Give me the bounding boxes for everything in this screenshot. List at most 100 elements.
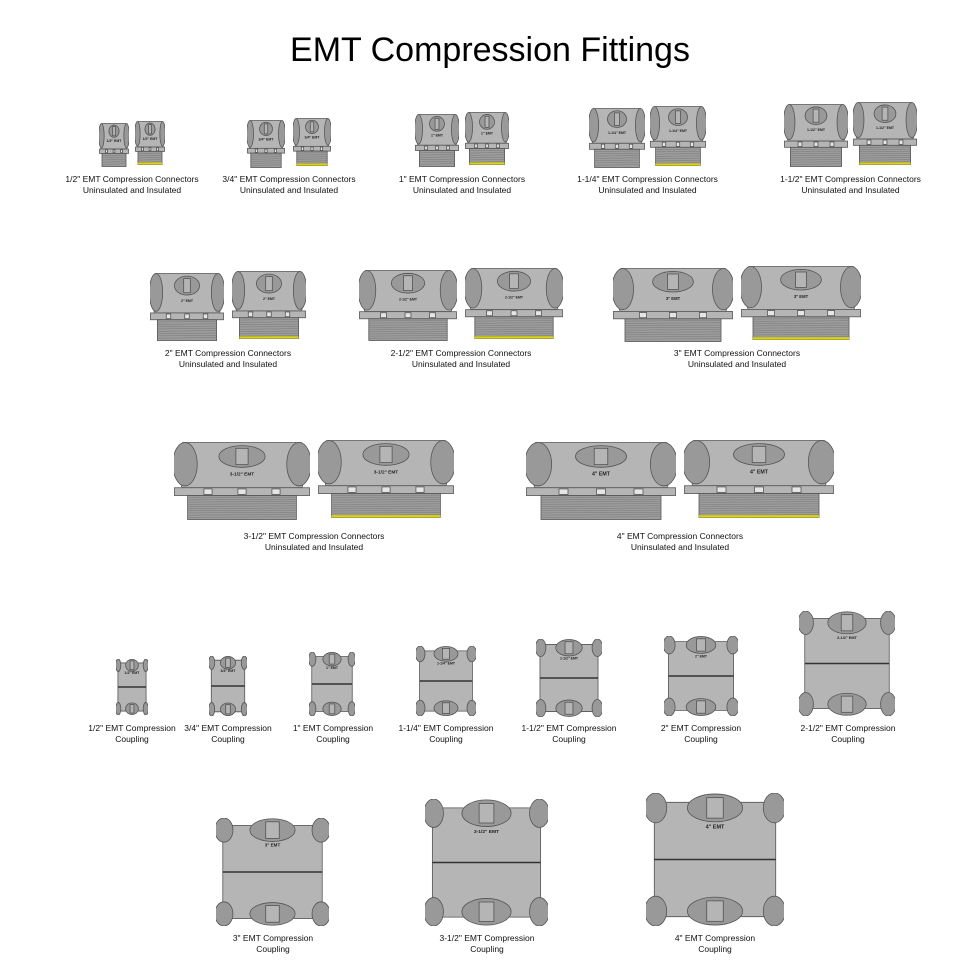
caption-line-2: Uninsulated and Insulated — [687, 358, 787, 369]
size-label: 3" EMT — [265, 843, 281, 848]
uninsulated-connector: 3-1/2" EMT — [174, 442, 310, 520]
caption-line-2: Coupling — [470, 943, 504, 954]
size-label: 2" EMT — [263, 297, 276, 301]
compression-coupling: 1-1/2" EMT — [536, 639, 602, 717]
insulated-connector: 1-1/4" EMT — [650, 106, 706, 166]
caption-line-1: 3/4" EMT Compression Connectors — [222, 174, 356, 184]
compression-coupling: 1-1/4" EMT — [416, 646, 476, 716]
size-label: 1/2" EMT — [125, 671, 141, 675]
insulated-connector: 3-1/2" EMT — [318, 440, 454, 518]
caption-line-1: 2-1/2" EMT Compression — [800, 723, 896, 733]
size-label: 4" EMT — [706, 824, 725, 830]
insulated-connector: 4" EMT — [684, 440, 834, 518]
page-title: EMT Compression Fittings — [290, 31, 690, 69]
caption-line-1: 1-1/4" EMT Compression — [398, 723, 494, 733]
insulated-connector: 3/4" EMT — [293, 118, 331, 166]
caption-line-1: 3" EMT Compression — [232, 933, 314, 943]
size-label: 1-1/2" EMT — [876, 126, 895, 130]
uninsulated-connector: 1/2" EMT — [99, 123, 129, 167]
size-label: 2-1/2" EMT — [399, 297, 418, 301]
caption-line-1: 3/4" EMT Compression — [184, 723, 272, 733]
size-label: 1-1/2" EMT — [560, 657, 579, 661]
caption-line-2: Coupling — [552, 733, 586, 744]
uninsulated-connector: 4" EMT — [526, 442, 676, 520]
uninsulated-connector: 1-1/2" EMT — [784, 104, 848, 167]
caption-line-2: Uninsulated and Insulated — [82, 184, 182, 195]
caption-line-2: Uninsulated and Insulated — [239, 184, 339, 195]
caption-line-1: 3" EMT Compression Connectors — [673, 348, 801, 358]
size-label: 2-1/2" EMT — [837, 636, 857, 640]
caption-line-2: Uninsulated and Insulated — [178, 358, 278, 369]
size-label: 2" EMT — [181, 299, 194, 303]
caption-line-2: Coupling — [256, 943, 290, 954]
uninsulated-connector: 2-1/2" EMT — [359, 270, 457, 341]
caption-line-1: 2" EMT Compression — [660, 723, 742, 733]
compression-coupling: 2" EMT — [664, 636, 738, 716]
compression-coupling: 4" EMT — [646, 793, 784, 926]
insulated-connector: 1" EMT — [465, 112, 509, 165]
caption-line-1: 1-1/2" EMT Compression Connectors — [780, 174, 921, 184]
size-label: 1-1/2" EMT — [807, 128, 826, 132]
size-label: 1" EMT — [481, 132, 494, 136]
size-label: 4" EMT — [592, 471, 611, 477]
size-label: 3" EMT — [794, 294, 809, 299]
size-label: 4" EMT — [750, 469, 769, 475]
caption-line-2: Coupling — [684, 733, 718, 744]
compression-coupling: 3/4" EMT — [209, 656, 247, 716]
caption-line-1: 1" EMT Compression — [292, 723, 374, 733]
caption-line-2: Uninsulated and Insulated — [598, 184, 697, 195]
size-label: 1-1/4" EMT — [608, 131, 627, 135]
caption-line-1: 1/2" EMT Compression Connectors — [65, 174, 199, 184]
caption-line-1: 1" EMT Compression Connectors — [398, 174, 526, 184]
size-label: 1" EMT — [431, 134, 444, 138]
compression-coupling: 3" EMT — [216, 818, 329, 926]
caption-line-2: Coupling — [115, 733, 149, 744]
caption-line-1: 4" EMT Compression — [674, 933, 756, 943]
insulated-connector: 2" EMT — [232, 271, 306, 339]
caption-line-2: Uninsulated and Insulated — [630, 541, 730, 552]
caption-line-2: Coupling — [316, 733, 350, 744]
insulated-connector: 1/2" EMT — [135, 121, 165, 165]
caption-line-1: 3-1/2" EMT Compression — [439, 933, 535, 943]
caption-line-1: 1-1/4" EMT Compression Connectors — [577, 174, 718, 184]
caption-line-1: 3-1/2" EMT Compression Connectors — [243, 531, 385, 541]
compression-coupling: 3-1/2" EMT — [425, 799, 548, 926]
caption-line-2: Coupling — [211, 733, 245, 744]
insulated-connector: 3" EMT — [741, 266, 861, 340]
caption-line-2: Uninsulated and Insulated — [412, 184, 512, 195]
caption-line-1: 1-1/2" EMT Compression — [521, 723, 617, 733]
compression-coupling: 1/2" EMT — [116, 659, 148, 715]
compression-coupling: 1" EMT — [309, 652, 355, 716]
caption-line-2: Coupling — [698, 943, 732, 954]
caption-line-2: Uninsulated and Insulated — [411, 358, 511, 369]
size-label: 3-1/2" EMT — [474, 829, 499, 835]
size-label: 3/4" EMT — [259, 138, 275, 142]
compression-coupling: 2-1/2" EMT — [799, 611, 895, 716]
uninsulated-connector: 1" EMT — [415, 114, 459, 167]
caption-line-2: Coupling — [831, 733, 865, 744]
caption-line-2: Uninsulated and Insulated — [264, 541, 364, 552]
uninsulated-connector: 3" EMT — [613, 268, 733, 342]
size-label: 2-1/2" EMT — [505, 295, 524, 299]
uninsulated-connector: 2" EMT — [150, 273, 224, 341]
size-label: 2" EMT — [695, 654, 708, 658]
caption-line-1: 2-1/2" EMT Compression Connectors — [390, 348, 532, 358]
insulated-connector: 2-1/2" EMT — [465, 268, 563, 339]
size-label: 1" EMT — [326, 666, 339, 670]
size-label: 3-1/2" EMT — [230, 471, 255, 477]
